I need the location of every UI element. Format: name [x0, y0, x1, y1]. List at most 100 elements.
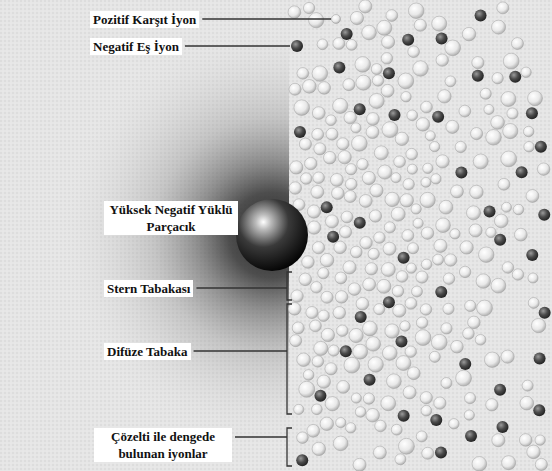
positive-ion [356, 75, 371, 90]
positive-ion [480, 88, 491, 99]
positive-ion [346, 423, 356, 433]
negative-ion [294, 126, 306, 138]
positive-ion [383, 242, 396, 255]
positive-ion [400, 194, 413, 207]
positive-ion [381, 84, 394, 97]
positive-ion [349, 328, 363, 342]
positive-ion [420, 304, 431, 315]
positive-ion [344, 357, 360, 373]
negative-ion [535, 141, 547, 153]
positive-ion [290, 161, 303, 174]
negative-ion [341, 28, 353, 40]
charged-particle [236, 199, 308, 271]
positive-ion [502, 456, 516, 470]
positive-ion [366, 408, 380, 422]
positive-ion [421, 259, 432, 270]
diffuse-layer-label: Difüze Tabaka [104, 343, 191, 360]
positive-ion [460, 241, 473, 254]
positive-ion [423, 163, 433, 173]
positive-ion [312, 404, 323, 415]
positive-ion [408, 243, 419, 254]
negative-ion [472, 70, 484, 82]
positive-ion [492, 73, 503, 84]
negative-ion [364, 374, 376, 386]
positive-ion [406, 263, 416, 273]
positive-ion [356, 297, 369, 310]
positive-ion [312, 442, 325, 455]
positive-ion [371, 64, 382, 75]
positive-ion [537, 163, 549, 175]
positive-ion [449, 419, 459, 429]
positive-ion [501, 92, 516, 107]
positive-ion [351, 123, 361, 133]
positive-ion [451, 340, 464, 353]
positive-ion [297, 353, 311, 367]
label-holder: Stern Tabakası [104, 279, 193, 297]
negative-ion [383, 296, 395, 308]
positive-ion [325, 397, 339, 411]
positive-ion [408, 46, 420, 58]
positive-ion [421, 101, 433, 113]
positive-ion [451, 185, 464, 198]
positive-ion [400, 321, 411, 332]
positive-ion [369, 210, 381, 222]
positive-ion [459, 266, 470, 277]
positive-ion [406, 148, 418, 160]
positive-ion [405, 346, 416, 357]
negative-ion [340, 345, 352, 357]
positive-ion [403, 179, 414, 190]
positive-ion [303, 2, 314, 13]
positive-ion [520, 396, 534, 410]
positive-ion [436, 54, 448, 66]
leader-line [235, 436, 287, 437]
positive-ion [446, 120, 459, 133]
positive-ion [407, 164, 417, 174]
positive-ion [353, 458, 366, 471]
positive-ion [302, 256, 315, 269]
positive-ion [486, 227, 496, 237]
positive-ion [535, 458, 547, 470]
positive-ion [357, 159, 368, 170]
positive-ion [299, 381, 315, 397]
positive-ion [403, 386, 416, 399]
positive-ion [465, 300, 476, 311]
positive-ion [337, 138, 349, 150]
positive-ion [381, 396, 396, 411]
positive-ion [522, 380, 533, 391]
positive-ion [408, 3, 423, 18]
negative-ion [539, 307, 551, 319]
positive-ion [491, 278, 506, 293]
leader-line [185, 45, 290, 46]
positive-ion [502, 262, 514, 274]
positive-ion [425, 131, 435, 141]
positive-ion [416, 271, 428, 283]
positive-ion [434, 397, 446, 409]
positive-ion [491, 116, 505, 130]
positive-ion [363, 393, 374, 404]
positive-ion [527, 445, 541, 459]
positive-ion [365, 263, 377, 275]
positive-ion [318, 82, 331, 95]
positive-ion [334, 241, 347, 254]
positive-ion [369, 93, 384, 108]
positive-ion [420, 392, 432, 404]
positive-ion [366, 126, 379, 139]
positive-ion [367, 113, 380, 126]
positive-ion [363, 278, 376, 291]
positive-ion [450, 229, 460, 239]
positive-ion [343, 261, 356, 274]
positive-ion [497, 2, 509, 14]
positive-ion [366, 337, 381, 352]
positive-ion [439, 200, 453, 214]
potential-halo [57, 20, 289, 450]
positive-ion [318, 268, 329, 279]
positive-ion [431, 174, 441, 184]
positive-ion [362, 171, 375, 184]
positive-ion [337, 325, 348, 336]
brackets [287, 272, 292, 466]
positive-ion [307, 221, 320, 234]
positive-ion [328, 345, 339, 356]
positive-ion [503, 53, 519, 69]
positive-ion [317, 39, 328, 50]
